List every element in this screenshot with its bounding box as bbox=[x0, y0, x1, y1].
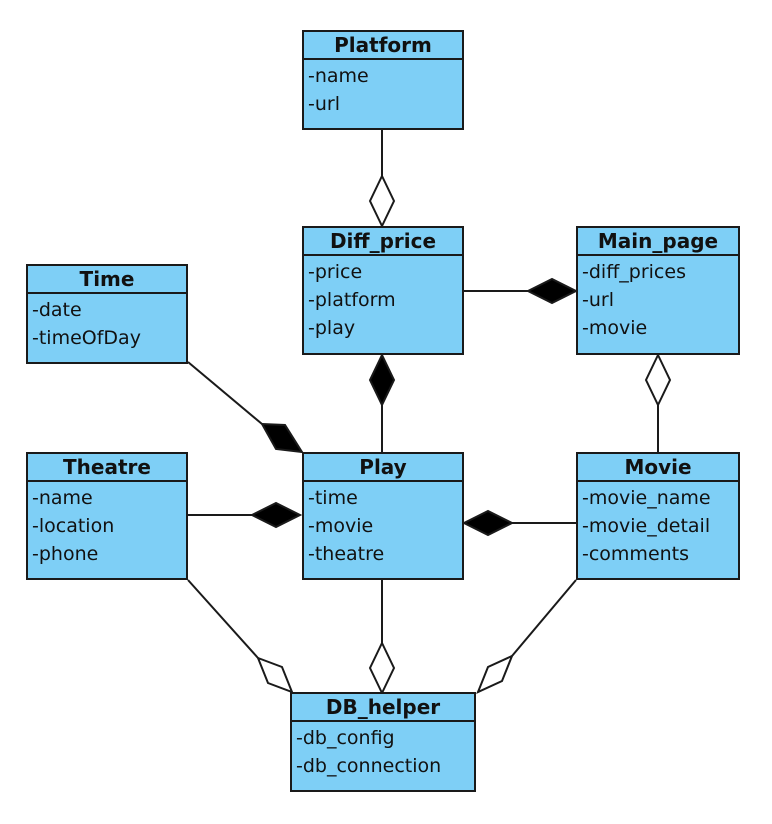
aggregation-diamond bbox=[644, 352, 672, 408]
class-attribute: -movie_name bbox=[582, 487, 711, 509]
class-attribute: -movie bbox=[582, 317, 648, 339]
relation-platform-diff-price bbox=[368, 130, 396, 229]
class-attribute: -location bbox=[32, 515, 115, 537]
class-main-page[interactable]: Main_page -diff_prices -url -movie bbox=[576, 226, 740, 355]
class-attribute: -comments bbox=[582, 543, 690, 565]
class-attribute: -movie_detail bbox=[582, 515, 711, 537]
class-attributes: -date -timeOfDay bbox=[28, 294, 186, 352]
aggregation-diamond bbox=[368, 173, 396, 229]
class-theatre[interactable]: Theatre -name -location -phone bbox=[26, 452, 188, 580]
class-attributes: -time -movie -theatre bbox=[304, 482, 462, 568]
composition-diamond bbox=[249, 501, 303, 529]
relation-movie-play bbox=[461, 509, 576, 537]
composition-diamond bbox=[461, 509, 515, 537]
class-attribute: -time bbox=[308, 487, 358, 509]
class-diff-price[interactable]: Diff_price -price -platform -play bbox=[302, 226, 464, 355]
class-attributes: -name -url bbox=[304, 60, 462, 118]
class-title: Theatre bbox=[28, 454, 186, 482]
aggregation-diamond bbox=[256, 656, 294, 694]
class-attribute: -platform bbox=[308, 289, 396, 311]
relation-time-play bbox=[187, 361, 304, 454]
class-attribute: -phone bbox=[32, 543, 99, 565]
class-attribute: -url bbox=[308, 93, 340, 115]
aggregation-diamond bbox=[368, 640, 396, 696]
relation-play-db-helper bbox=[368, 580, 396, 696]
class-title: Diff_price bbox=[304, 228, 462, 256]
class-attribute: -theatre bbox=[308, 543, 385, 565]
class-attribute: -name bbox=[308, 65, 369, 87]
relation-play-diff-price bbox=[368, 352, 396, 452]
composition-diamond bbox=[260, 422, 304, 454]
class-title: DB_helper bbox=[292, 694, 474, 722]
class-attribute: -price bbox=[308, 261, 363, 283]
class-title: Movie bbox=[578, 454, 738, 482]
class-attribute: -db_connection bbox=[296, 755, 442, 777]
class-attribute: -timeOfDay bbox=[32, 327, 141, 349]
class-attribute: -diff_prices bbox=[582, 261, 686, 283]
class-time[interactable]: Time -date -timeOfDay bbox=[26, 264, 188, 364]
class-attribute: -name bbox=[32, 487, 93, 509]
class-attribute: -db_config bbox=[296, 727, 395, 749]
aggregation-diamond bbox=[476, 654, 514, 694]
relation-movie-main-page bbox=[644, 352, 672, 452]
relation-theatre-play bbox=[188, 501, 303, 529]
class-attributes: -movie_name -movie_detail -comments bbox=[578, 482, 738, 568]
class-play[interactable]: Play -time -movie -theatre bbox=[302, 452, 464, 580]
class-title: Play bbox=[304, 454, 462, 482]
composition-diamond bbox=[525, 277, 579, 305]
class-attributes: -price -platform -play bbox=[304, 256, 462, 342]
class-attribute: -movie bbox=[308, 515, 374, 537]
class-title: Time bbox=[28, 266, 186, 294]
class-attributes: -db_config -db_connection bbox=[292, 722, 474, 780]
class-db-helper[interactable]: DB_helper -db_config -db_connection bbox=[290, 692, 476, 792]
composition-diamond bbox=[368, 352, 396, 408]
relation-diff-price-main-page bbox=[464, 277, 579, 305]
class-attributes: -diff_prices -url -movie bbox=[578, 256, 738, 342]
class-title: Main_page bbox=[578, 228, 738, 256]
class-platform[interactable]: Platform -name -url bbox=[302, 30, 464, 130]
class-movie[interactable]: Movie -movie_name -movie_detail -comment… bbox=[576, 452, 740, 580]
relation-movie-db-helper bbox=[476, 579, 577, 694]
class-attribute: -play bbox=[308, 317, 356, 339]
class-attributes: -name -location -phone bbox=[28, 482, 186, 568]
class-attribute: -url bbox=[582, 289, 614, 311]
class-title: Platform bbox=[304, 32, 462, 60]
relation-theatre-db-helper bbox=[187, 579, 294, 694]
class-attribute: -date bbox=[32, 299, 82, 321]
